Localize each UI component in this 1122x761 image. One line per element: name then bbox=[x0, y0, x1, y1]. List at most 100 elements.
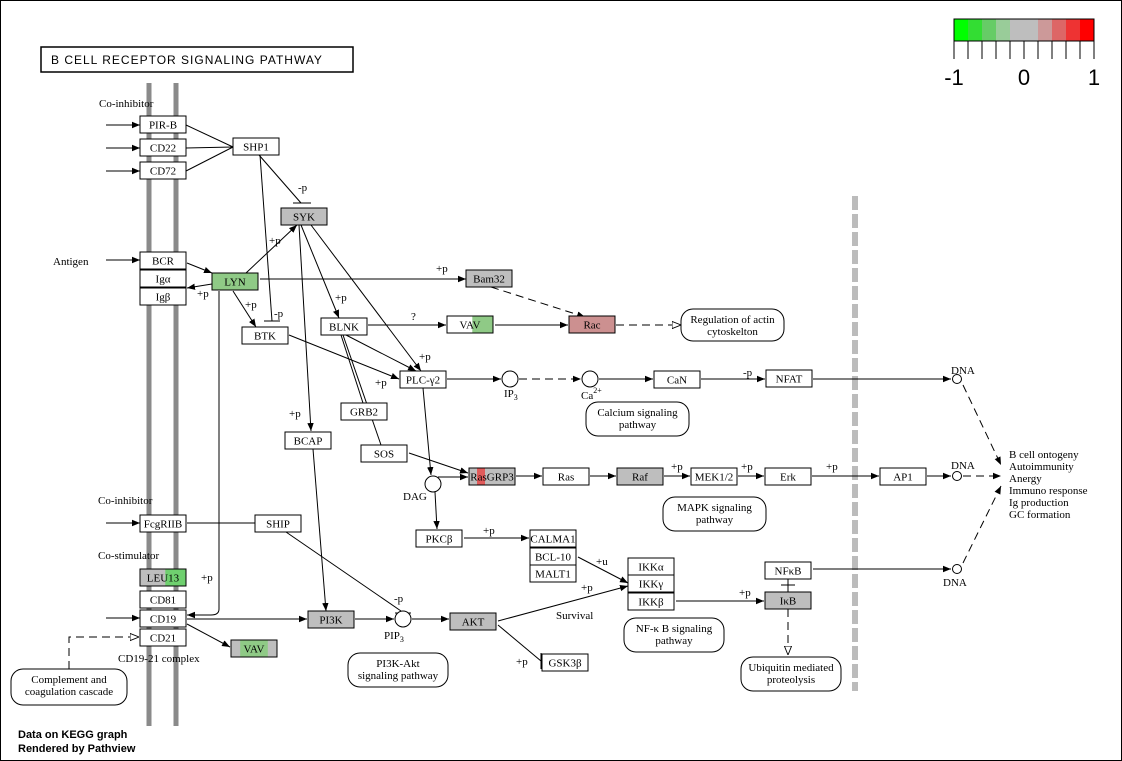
legend-swatch bbox=[1024, 19, 1038, 41]
gene-node-pi3k[interactable]: PI3K bbox=[307, 610, 355, 629]
gene-node-fcgr[interactable]: FcgRIIB bbox=[139, 514, 187, 533]
gene-node-rasgrp3[interactable]: RasGRP3 bbox=[468, 467, 516, 486]
gene-node-raf[interactable]: Raf bbox=[616, 467, 664, 486]
gene-node-cd22[interactable]: CD22 bbox=[139, 138, 187, 157]
gene-node-rac[interactable]: Rac bbox=[568, 315, 616, 334]
gene-node-ikkg[interactable]: IKKγ bbox=[627, 574, 675, 593]
gene-node-ras[interactable]: Ras bbox=[542, 467, 590, 486]
gene-node-cd19[interactable]: CD19 bbox=[139, 609, 187, 628]
legend-swatch bbox=[1010, 19, 1024, 41]
gene-node-akt[interactable]: AKT bbox=[449, 612, 497, 631]
gene-node-pkcb[interactable]: PKCβ bbox=[415, 529, 463, 548]
gene-label: LEU13 bbox=[147, 573, 180, 585]
edge-label: +p bbox=[245, 299, 257, 311]
gene-node-cd21[interactable]: CD21 bbox=[139, 628, 187, 647]
gene-node-cd72[interactable]: CD72 bbox=[139, 161, 187, 180]
gene-node-nfat[interactable]: NFAT bbox=[765, 369, 813, 388]
gene-node-cd81[interactable]: CD81 bbox=[139, 590, 187, 609]
pathway-label: MAPK signaling bbox=[677, 502, 752, 514]
gene-label: LYN bbox=[224, 277, 246, 289]
gene-node-ikka[interactable]: IKKα bbox=[627, 557, 675, 576]
edge-label: +p bbox=[739, 587, 751, 599]
gene-label: SHIP bbox=[266, 519, 290, 531]
gene-node-ikkb[interactable]: IKKβ bbox=[627, 592, 675, 611]
gene-node-igb[interactable]: Igβ bbox=[139, 287, 187, 306]
gene-node-calma1[interactable]: CALMA1 bbox=[529, 529, 577, 548]
gene-node-vav1[interactable]: VAV bbox=[446, 315, 494, 334]
gene-node-vav2[interactable]: VAV bbox=[230, 639, 278, 658]
gene-node-pirb[interactable]: PIR-B bbox=[139, 115, 187, 134]
gene-node-bam32[interactable]: Bam32 bbox=[465, 269, 513, 288]
credit-line: Data on KEGG graph bbox=[18, 729, 128, 741]
gene-node-grb2[interactable]: GRB2 bbox=[340, 402, 388, 421]
edge-label: +p bbox=[436, 263, 448, 275]
membrane bbox=[146, 83, 858, 726]
gene-node-can[interactable]: CaN bbox=[653, 370, 701, 389]
legend-swatch bbox=[996, 19, 1010, 41]
gene-node-ikb[interactable]: IκB bbox=[764, 591, 812, 610]
calcium-label: Ca2+ bbox=[581, 386, 602, 402]
pip3-compound bbox=[394, 610, 412, 628]
outcome-list: B cell ontogenyAutoimmunityAnergyImmuno … bbox=[1009, 449, 1088, 521]
gene-node-iga[interactable]: Igα bbox=[139, 269, 187, 288]
dna-compound bbox=[952, 564, 962, 574]
gene-node-lyn[interactable]: LYN bbox=[211, 272, 259, 291]
gene-node-sos[interactable]: SOS bbox=[360, 444, 408, 463]
gene-label: CD22 bbox=[150, 143, 176, 155]
gene-label: SHP1 bbox=[243, 142, 269, 154]
gene-label: CALMA1 bbox=[530, 534, 575, 546]
gene-label: GRB2 bbox=[350, 407, 378, 419]
gene-label: CaN bbox=[667, 375, 687, 387]
gene-node-malt1[interactable]: MALT1 bbox=[529, 564, 577, 583]
gene-node-bcl10[interactable]: BCL-10 bbox=[529, 547, 577, 566]
gene-node-erk[interactable]: Erk bbox=[764, 467, 812, 486]
gene-node-syk[interactable]: SYK bbox=[280, 207, 328, 226]
gene-node-plcg2[interactable]: PLC-γ2 bbox=[399, 370, 447, 389]
edge-label: +p bbox=[581, 582, 593, 594]
gene-label: SYK bbox=[293, 212, 315, 224]
outcome-item: Anergy bbox=[1009, 473, 1042, 485]
pathway-label: pathway bbox=[696, 514, 734, 526]
dna-compound bbox=[952, 374, 962, 384]
pathway-label: PI3K-Akt bbox=[376, 658, 419, 670]
gene-node-nfkb[interactable]: NFκB bbox=[764, 561, 812, 580]
gene-node-ap1[interactable]: AP1 bbox=[879, 467, 927, 486]
edge-label: +p bbox=[375, 377, 387, 389]
edge-label: +p bbox=[826, 461, 838, 473]
pathway-title: B CELL RECEPTOR SIGNALING PATHWAY bbox=[40, 46, 354, 73]
gene-node-btk[interactable]: BTK bbox=[241, 326, 289, 345]
legend-swatch bbox=[968, 19, 982, 41]
gene-node-shp1[interactable]: SHP1 bbox=[232, 137, 280, 156]
co-inhibitor-label: Co-inhibitor bbox=[99, 98, 154, 110]
gene-label: Igα bbox=[156, 274, 171, 286]
edge-label: +u bbox=[596, 556, 608, 568]
edge-label: +p bbox=[197, 288, 209, 300]
gene-node-gsk3b[interactable]: GSK3β bbox=[541, 653, 589, 672]
edge-label: +p bbox=[269, 235, 281, 247]
gene-node-mek[interactable]: MEK1/2 bbox=[690, 467, 738, 486]
co-stimulator-label: Co-stimulator bbox=[98, 550, 159, 562]
gene-node-bcr[interactable]: BCR bbox=[139, 251, 187, 270]
gene-node-leu13[interactable]: LEU13 bbox=[139, 568, 187, 587]
gene-node-bcap[interactable]: BCAP bbox=[284, 431, 332, 450]
legend-swatch bbox=[1066, 19, 1080, 41]
edge-label: +p bbox=[419, 351, 431, 363]
edge-label: +p bbox=[483, 525, 495, 537]
gene-label: VAV bbox=[244, 644, 265, 656]
pathway-label: Calcium signaling bbox=[597, 407, 678, 419]
gene-node-ship[interactable]: SHIP bbox=[254, 514, 302, 533]
gene-label: VAV bbox=[460, 320, 481, 332]
pathway-label: pathway bbox=[619, 419, 657, 431]
calcium-compound bbox=[581, 370, 599, 388]
gene-node-blnk[interactable]: BLNK bbox=[320, 317, 368, 336]
pathway-label: pathway bbox=[655, 635, 693, 647]
gene-label: AKT bbox=[462, 617, 485, 629]
